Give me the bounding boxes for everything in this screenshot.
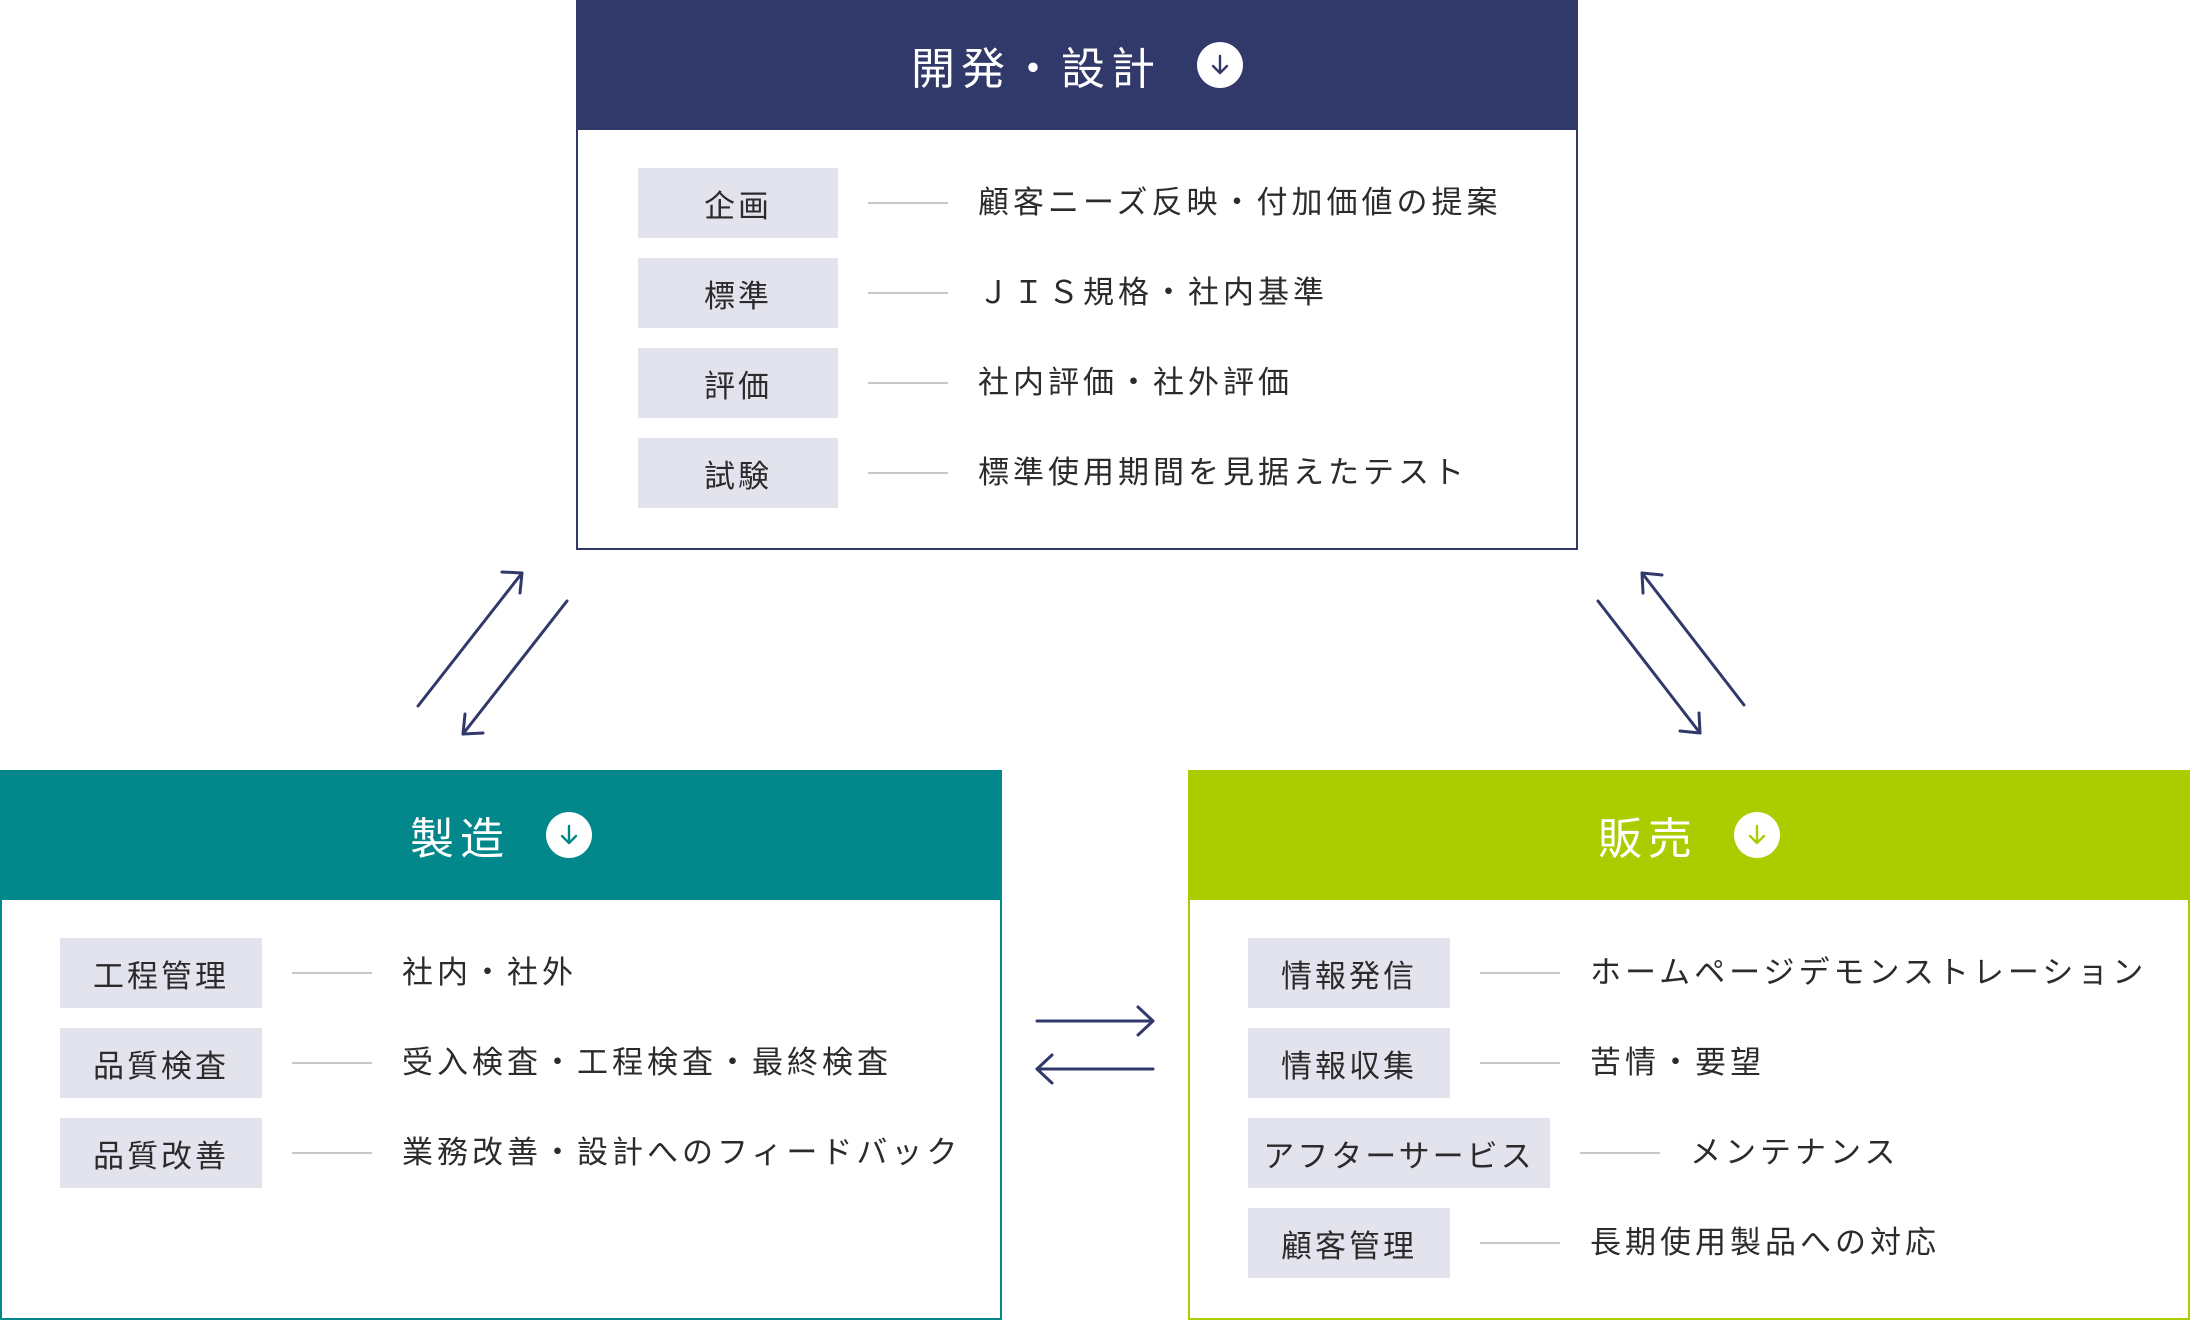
arrow-sales-to-mfg-icon — [1035, 1053, 1155, 1085]
panel-title: 製造 — [410, 814, 510, 865]
item-description: ＪＩＳ規格・社内基準 — [978, 275, 1328, 311]
arrow-dev-to-mfg-icon — [416, 570, 524, 708]
item-tag: 顧客管理 — [1248, 1208, 1450, 1278]
item-description: 社内・社外 — [402, 955, 577, 991]
divider — [292, 972, 372, 974]
divider — [1480, 972, 1560, 974]
divider — [868, 472, 948, 474]
divider — [868, 202, 948, 204]
divider — [292, 1152, 372, 1154]
item-tag: アフターサービス — [1248, 1118, 1550, 1188]
panel-header: 製造 — [0, 770, 1002, 900]
item-description: 苦情・要望 — [1590, 1045, 1765, 1081]
item-tag: 試験 — [638, 438, 838, 508]
item-description: 標準使用期間を見据えたテスト — [978, 455, 1468, 491]
divider — [1480, 1062, 1560, 1064]
item-tag: 工程管理 — [60, 938, 262, 1008]
arrow-mfg-to-dev-icon — [461, 599, 569, 736]
panel-title: 販売 — [1598, 814, 1698, 865]
divider — [1580, 1152, 1660, 1154]
item-tag: 企画 — [638, 168, 838, 238]
divider — [1480, 1242, 1560, 1244]
item-description: 社内評価・社外評価 — [978, 365, 1293, 401]
arrow-down-circle-icon — [1734, 812, 1780, 858]
panel-sales: 販売 情報発信 ホームページデモンストレーション 情報収集 苦情・要望 アフター… — [1188, 770, 2190, 1320]
panel-title: 開発・設計 — [911, 44, 1161, 95]
arrow-sales-to-dev-icon — [1640, 571, 1746, 707]
panel-manufacturing: 製造 工程管理 社内・社外 品質検査 受入検査・工程検査・最終検査 品質改善 業… — [0, 770, 1002, 1320]
arrow-down-circle-icon — [546, 812, 592, 858]
divider — [292, 1062, 372, 1064]
item-description: メンテナンス — [1690, 1135, 1900, 1171]
panel-header: 販売 — [1188, 770, 2190, 900]
arrow-dev-to-sales-icon — [1596, 599, 1702, 735]
item-tag: 品質検査 — [60, 1028, 262, 1098]
item-description: ホームページデモンストレーション — [1590, 955, 2148, 991]
item-tag: 情報発信 — [1248, 938, 1450, 1008]
item-tag: 品質改善 — [60, 1118, 262, 1188]
item-tag: 標準 — [638, 258, 838, 328]
item-tag: 評価 — [638, 348, 838, 418]
divider — [868, 382, 948, 384]
divider — [868, 292, 948, 294]
panel-development-design: 開発・設計 企画 顧客ニーズ反映・付加価値の提案 標準 ＪＩＳ規格・社内基準 評… — [576, 0, 1578, 550]
item-description: 長期使用製品への対応 — [1590, 1225, 1940, 1261]
item-description: 業務改善・設計へのフィードバック — [402, 1135, 962, 1171]
item-description: 受入検査・工程検査・最終検査 — [402, 1045, 892, 1081]
arrow-mfg-to-sales-icon — [1035, 1005, 1155, 1037]
panel-header: 開発・設計 — [576, 0, 1578, 130]
item-description: 顧客ニーズ反映・付加価値の提案 — [978, 185, 1502, 221]
item-tag: 情報収集 — [1248, 1028, 1450, 1098]
arrow-down-circle-icon — [1197, 42, 1243, 88]
